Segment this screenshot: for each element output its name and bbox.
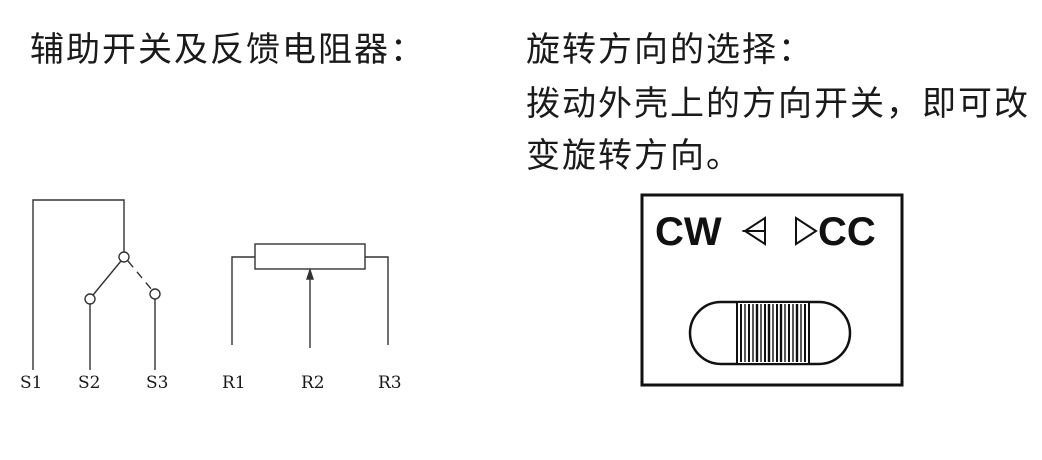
r3-wire: [365, 256, 389, 345]
s3-contact: [149, 288, 161, 300]
s1-wire: [32, 199, 125, 370]
cw-label: CW: [655, 210, 722, 254]
rotation-direction-instructions: 拨动外壳上的方向开关，即可改 变旋转方向。: [526, 78, 1030, 182]
r1-wire: [231, 256, 255, 345]
auxiliary-switch-schematic: [32, 199, 161, 370]
instruction-line-2: 变旋转方向。: [526, 136, 742, 176]
terminal-label-s2: S2: [78, 373, 100, 393]
resistor-body: [254, 243, 366, 270]
instruction-line-1: 拨动外壳上的方向开关，即可改: [526, 84, 1030, 124]
terminal-label-s1: S1: [20, 373, 42, 393]
switch-arm: [92, 260, 122, 296]
s2-contact: [84, 293, 96, 305]
terminal-label-r3: R3: [378, 373, 402, 393]
rotation-direction-heading: 旋转方向的选择：: [526, 30, 814, 70]
terminal-label-r1: R1: [222, 373, 246, 393]
cc-label: CC: [818, 210, 876, 254]
slider-knob[interactable]: [736, 301, 810, 365]
cw-arrow-icon: [741, 216, 766, 246]
terminal-label-s3: S3: [146, 373, 168, 393]
terminal-label-r2: R2: [301, 373, 325, 393]
auxiliary-switch-heading: 辅助开关及反馈电阻器：: [30, 30, 426, 70]
feedback-resistor-schematic: [231, 243, 389, 348]
wiper-arrowhead: [306, 267, 314, 280]
common-contact: [118, 251, 130, 263]
switch-dashed-path: [127, 260, 153, 291]
direction-switch-panel: CW CC: [640, 193, 904, 387]
ccw-arrow-icon: [795, 216, 818, 246]
